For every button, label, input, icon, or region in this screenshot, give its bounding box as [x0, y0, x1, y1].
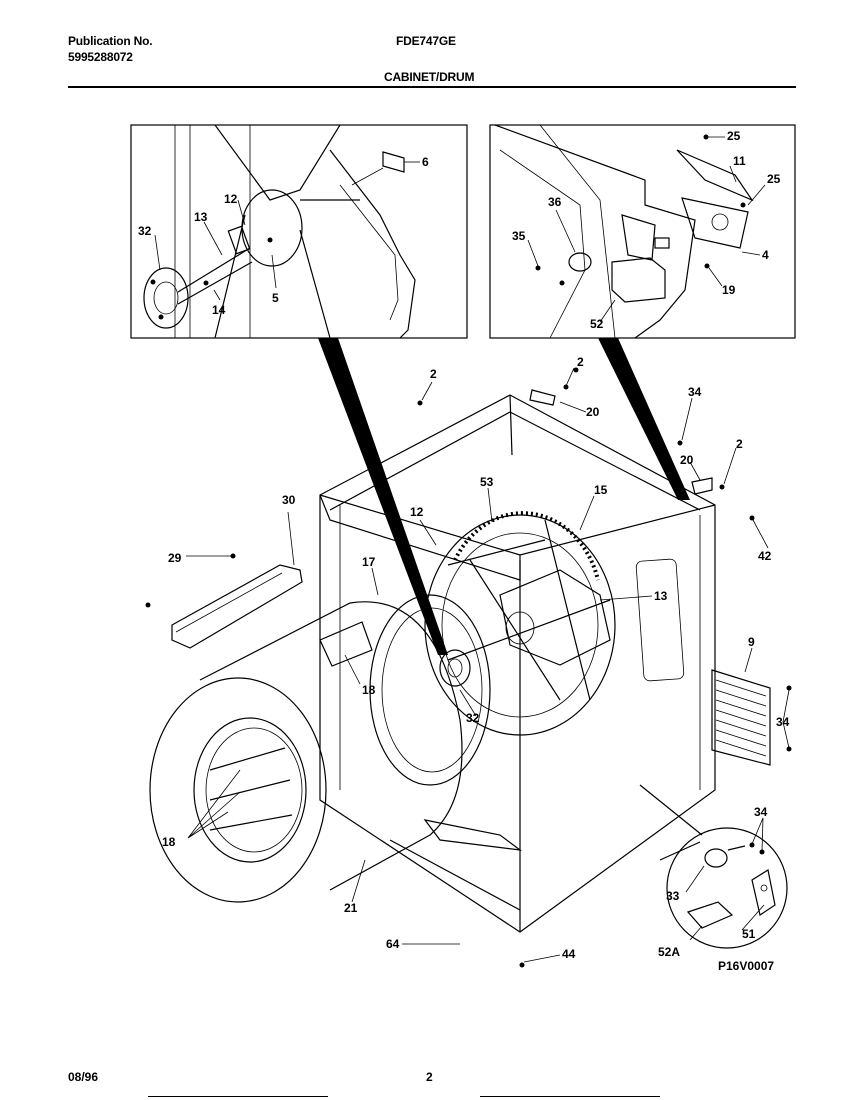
callout-2-right: 2 [736, 437, 743, 451]
bearing-32-main [439, 649, 471, 687]
callout-14: 14 [212, 303, 226, 317]
callout-42: 42 [758, 549, 772, 563]
callout-4: 4 [762, 248, 769, 262]
callout-34-detail: 34 [754, 805, 768, 819]
drum-21-part [199, 601, 463, 891]
inset-left-frame [130, 124, 468, 339]
model-number: FDE747GE [396, 34, 456, 48]
plate-4-part [681, 197, 749, 249]
footer-rule-right [480, 1096, 660, 1097]
callout-35: 35 [512, 229, 526, 243]
callout-32-inset: 32 [138, 224, 152, 238]
callout-12: 12 [410, 505, 424, 519]
callout-6: 6 [422, 155, 429, 169]
callout-36: 36 [548, 195, 562, 209]
callout-12-inset: 12 [224, 192, 238, 206]
thermostat-detail [639, 784, 788, 949]
callout-18-drum: 18 [362, 683, 376, 697]
inset-left: 6 12 13 32 14 5 [130, 124, 468, 339]
drum [149, 594, 491, 903]
footer-page-number: 2 [426, 1070, 433, 1084]
drum-shaft-hub [241, 189, 303, 267]
drawing-code: P16V0007 [718, 959, 774, 973]
publication-number: 5995288072 [68, 50, 133, 64]
housing-52-part [611, 257, 666, 303]
callout-21: 21 [344, 901, 358, 915]
cabinet-top-frame [319, 494, 716, 556]
switch-52a-part [686, 901, 734, 929]
bracket-20-right [691, 477, 713, 495]
callout-15: 15 [594, 483, 608, 497]
section-title: CABINET/DRUM [384, 70, 475, 84]
callout-34-top: 34 [688, 385, 702, 399]
drum-back-spider [214, 124, 341, 201]
inset-right-frame [489, 124, 796, 339]
callout-30: 30 [282, 493, 296, 507]
callout-25-right: 25 [767, 172, 781, 186]
drum-belt-53-part [424, 514, 616, 736]
drum-opening [193, 717, 307, 863]
bracket-20-top [529, 389, 556, 406]
idler-13-part [499, 569, 611, 666]
header-rule [68, 86, 796, 88]
callout-13-inset: 13 [194, 210, 208, 224]
callout-64: 64 [386, 937, 400, 951]
bracket-51-part [751, 869, 776, 916]
thermostat-33-part [704, 848, 728, 868]
thermostat-36-part [568, 252, 592, 272]
inset-right: 25 11 25 36 35 4 19 52 [489, 124, 796, 339]
bracket-6-part [382, 151, 405, 173]
callout-18-front: 18 [162, 835, 176, 849]
callout-52: 52 [590, 317, 604, 331]
bearing-32-part [143, 267, 189, 329]
callout-20-top: 20 [586, 405, 600, 419]
footer-date: 08/96 [68, 1070, 99, 1084]
callout-34-vent: 34 [776, 715, 790, 729]
callout-11: 11 [733, 154, 746, 168]
callout-9: 9 [748, 635, 755, 649]
callout-33: 33 [666, 889, 680, 903]
callout-32: 32 [466, 711, 480, 725]
callout-5: 5 [272, 291, 279, 305]
vent-9-part [711, 669, 771, 766]
callout-25-top: 25 [727, 129, 741, 143]
callout-13: 13 [654, 589, 668, 603]
publication-label: Publication No. [68, 34, 153, 48]
drum-front-rim [149, 677, 327, 903]
callout-29: 29 [168, 551, 182, 565]
detail-circle [666, 827, 788, 949]
callout-17: 17 [362, 555, 376, 569]
zoom-cone-left [318, 338, 448, 655]
callout-19: 19 [722, 283, 736, 297]
callout-44: 44 [562, 947, 576, 961]
callout-52a: 52A [658, 945, 680, 959]
callout-20-right: 20 [680, 453, 694, 467]
callout-53: 53 [480, 475, 494, 489]
baffle-18-top [319, 621, 373, 667]
cabinet [319, 367, 792, 968]
duct-30-part [171, 564, 303, 649]
callout-2-top-left: 2 [430, 367, 437, 381]
callout-51: 51 [742, 927, 756, 941]
seal-17-part [369, 594, 491, 786]
callout-2-top: 2 [577, 355, 584, 369]
zoom-cone-right [598, 338, 690, 500]
footer-rule-left [148, 1096, 328, 1097]
